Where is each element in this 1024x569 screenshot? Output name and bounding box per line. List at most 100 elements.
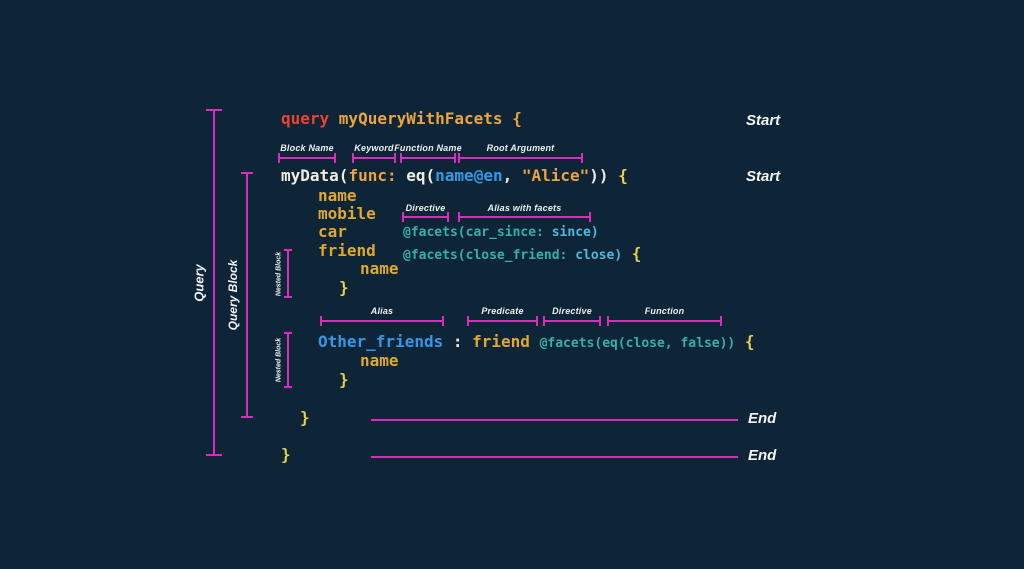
code-token: close) [567,248,623,263]
bracket-line [607,320,722,322]
bracket-cap [284,296,292,298]
bracket-tick [467,316,469,326]
bracket-cap [206,454,222,456]
code-token: @facets(car_since: [403,225,544,240]
bracket-label: Block Name [280,143,334,153]
code-token: { [735,332,755,351]
query-close-brace: } [281,446,291,464]
bracket-label: Root Argument [486,143,555,153]
bracket-tick [458,212,460,222]
bracket-cap [241,416,253,418]
bracket-tick [581,153,583,163]
other-friends-line: Other_friends : friend @facets(eq(close,… [318,333,755,351]
bracket-tick [589,212,591,222]
bracket-tick [607,316,609,326]
code-token: "Alice" [521,166,590,185]
code-token: name [360,351,399,370]
bracket-tick [454,153,456,163]
query-block-close-brace: } [300,409,310,427]
bracket-label: Directive [552,306,592,316]
code-token: myQueryWithFacets { [338,109,522,128]
bracket-cap [241,172,253,174]
code-token: friend [472,332,540,351]
bracket-line [246,172,248,418]
bracket-label: Keyword [354,143,394,153]
nested-block-close-brace: } [339,371,349,389]
nested-block-close-brace: } [339,279,349,297]
friend-facets-expression: @facets(close_friend: close) { [403,245,641,263]
nested-predicate-name-line: name [360,352,399,370]
bracket-tick [352,153,354,163]
bracket-tick [402,212,404,222]
nested-predicate-name-line: name [360,260,399,278]
bracket-line [320,320,444,322]
root-block-line: myData(func: eq(name@en, "Alice")) { [281,167,628,185]
code-token: : [443,332,473,351]
bracket-line [287,332,289,388]
code-token: } [281,445,291,464]
bracket-label: Predicate [481,306,524,316]
bracket-tick [320,316,322,326]
code-token: myData( [281,166,349,185]
code-token: , [502,166,522,185]
bracket-tick [278,153,280,163]
bracket-label: Query Block [226,259,240,331]
bracket-line [543,320,601,322]
code-token: @facets(eq(close, false)) [539,336,736,351]
bracket-cap [284,332,292,334]
code-token: } [339,278,349,297]
bracket-line [278,157,336,159]
code-token: friend [318,241,376,260]
predicate-friend-line: friend [318,242,376,260]
end-rule-line [371,419,738,421]
bracket-label: Nested Block [275,337,283,383]
bracket-tick [536,316,538,326]
bracket-tick [400,153,402,163]
bracket-line [213,109,215,456]
bracket-line [458,216,591,218]
code-token: query [281,109,339,128]
bracket-line [402,216,449,218]
code-token: mobile [318,204,376,223]
bracket-tick [394,153,396,163]
code-token: { [622,244,642,263]
bracket-line [352,157,396,159]
bracket-cap [206,109,222,111]
bracket-tick [720,316,722,326]
bracket-cap [284,386,292,388]
code-token: { [608,166,628,185]
bracket-label: Alias [370,306,394,316]
bracket-label: Alias with facets [487,203,562,213]
bracket-tick [543,316,545,326]
start-label: Start [746,168,781,185]
bracket-label: Nested Block [275,251,283,296]
bracket-line [467,320,538,322]
code-token: since) [543,225,599,240]
car-facets-expression: @facets(car_since: since) [403,225,599,240]
code-token: eq( [406,166,436,185]
bracket-tick [334,153,336,163]
bracket-line [400,157,456,159]
end-label: End [748,410,777,427]
bracket-cap [284,249,292,251]
bracket-line [287,249,289,298]
bracket-tick [458,153,460,163]
bracket-line [458,157,583,159]
bracket-label: Directive [405,203,446,213]
code-token: name@en [435,166,503,185]
predicate-car-line: car [318,223,347,241]
predicate-name-line: name [318,187,357,205]
bracket-tick [447,212,449,222]
predicate-mobile-line: mobile [318,205,376,223]
code-token: func: [348,166,397,185]
bracket-label: Query [191,263,207,302]
bracket-tick [599,316,601,326]
bracket-label: Function Name [394,143,462,153]
query-declaration-line: query myQueryWithFacets { [281,110,522,128]
code-token: car [318,222,347,241]
bracket-label: Function [644,306,685,316]
code-token: )) [589,166,609,185]
